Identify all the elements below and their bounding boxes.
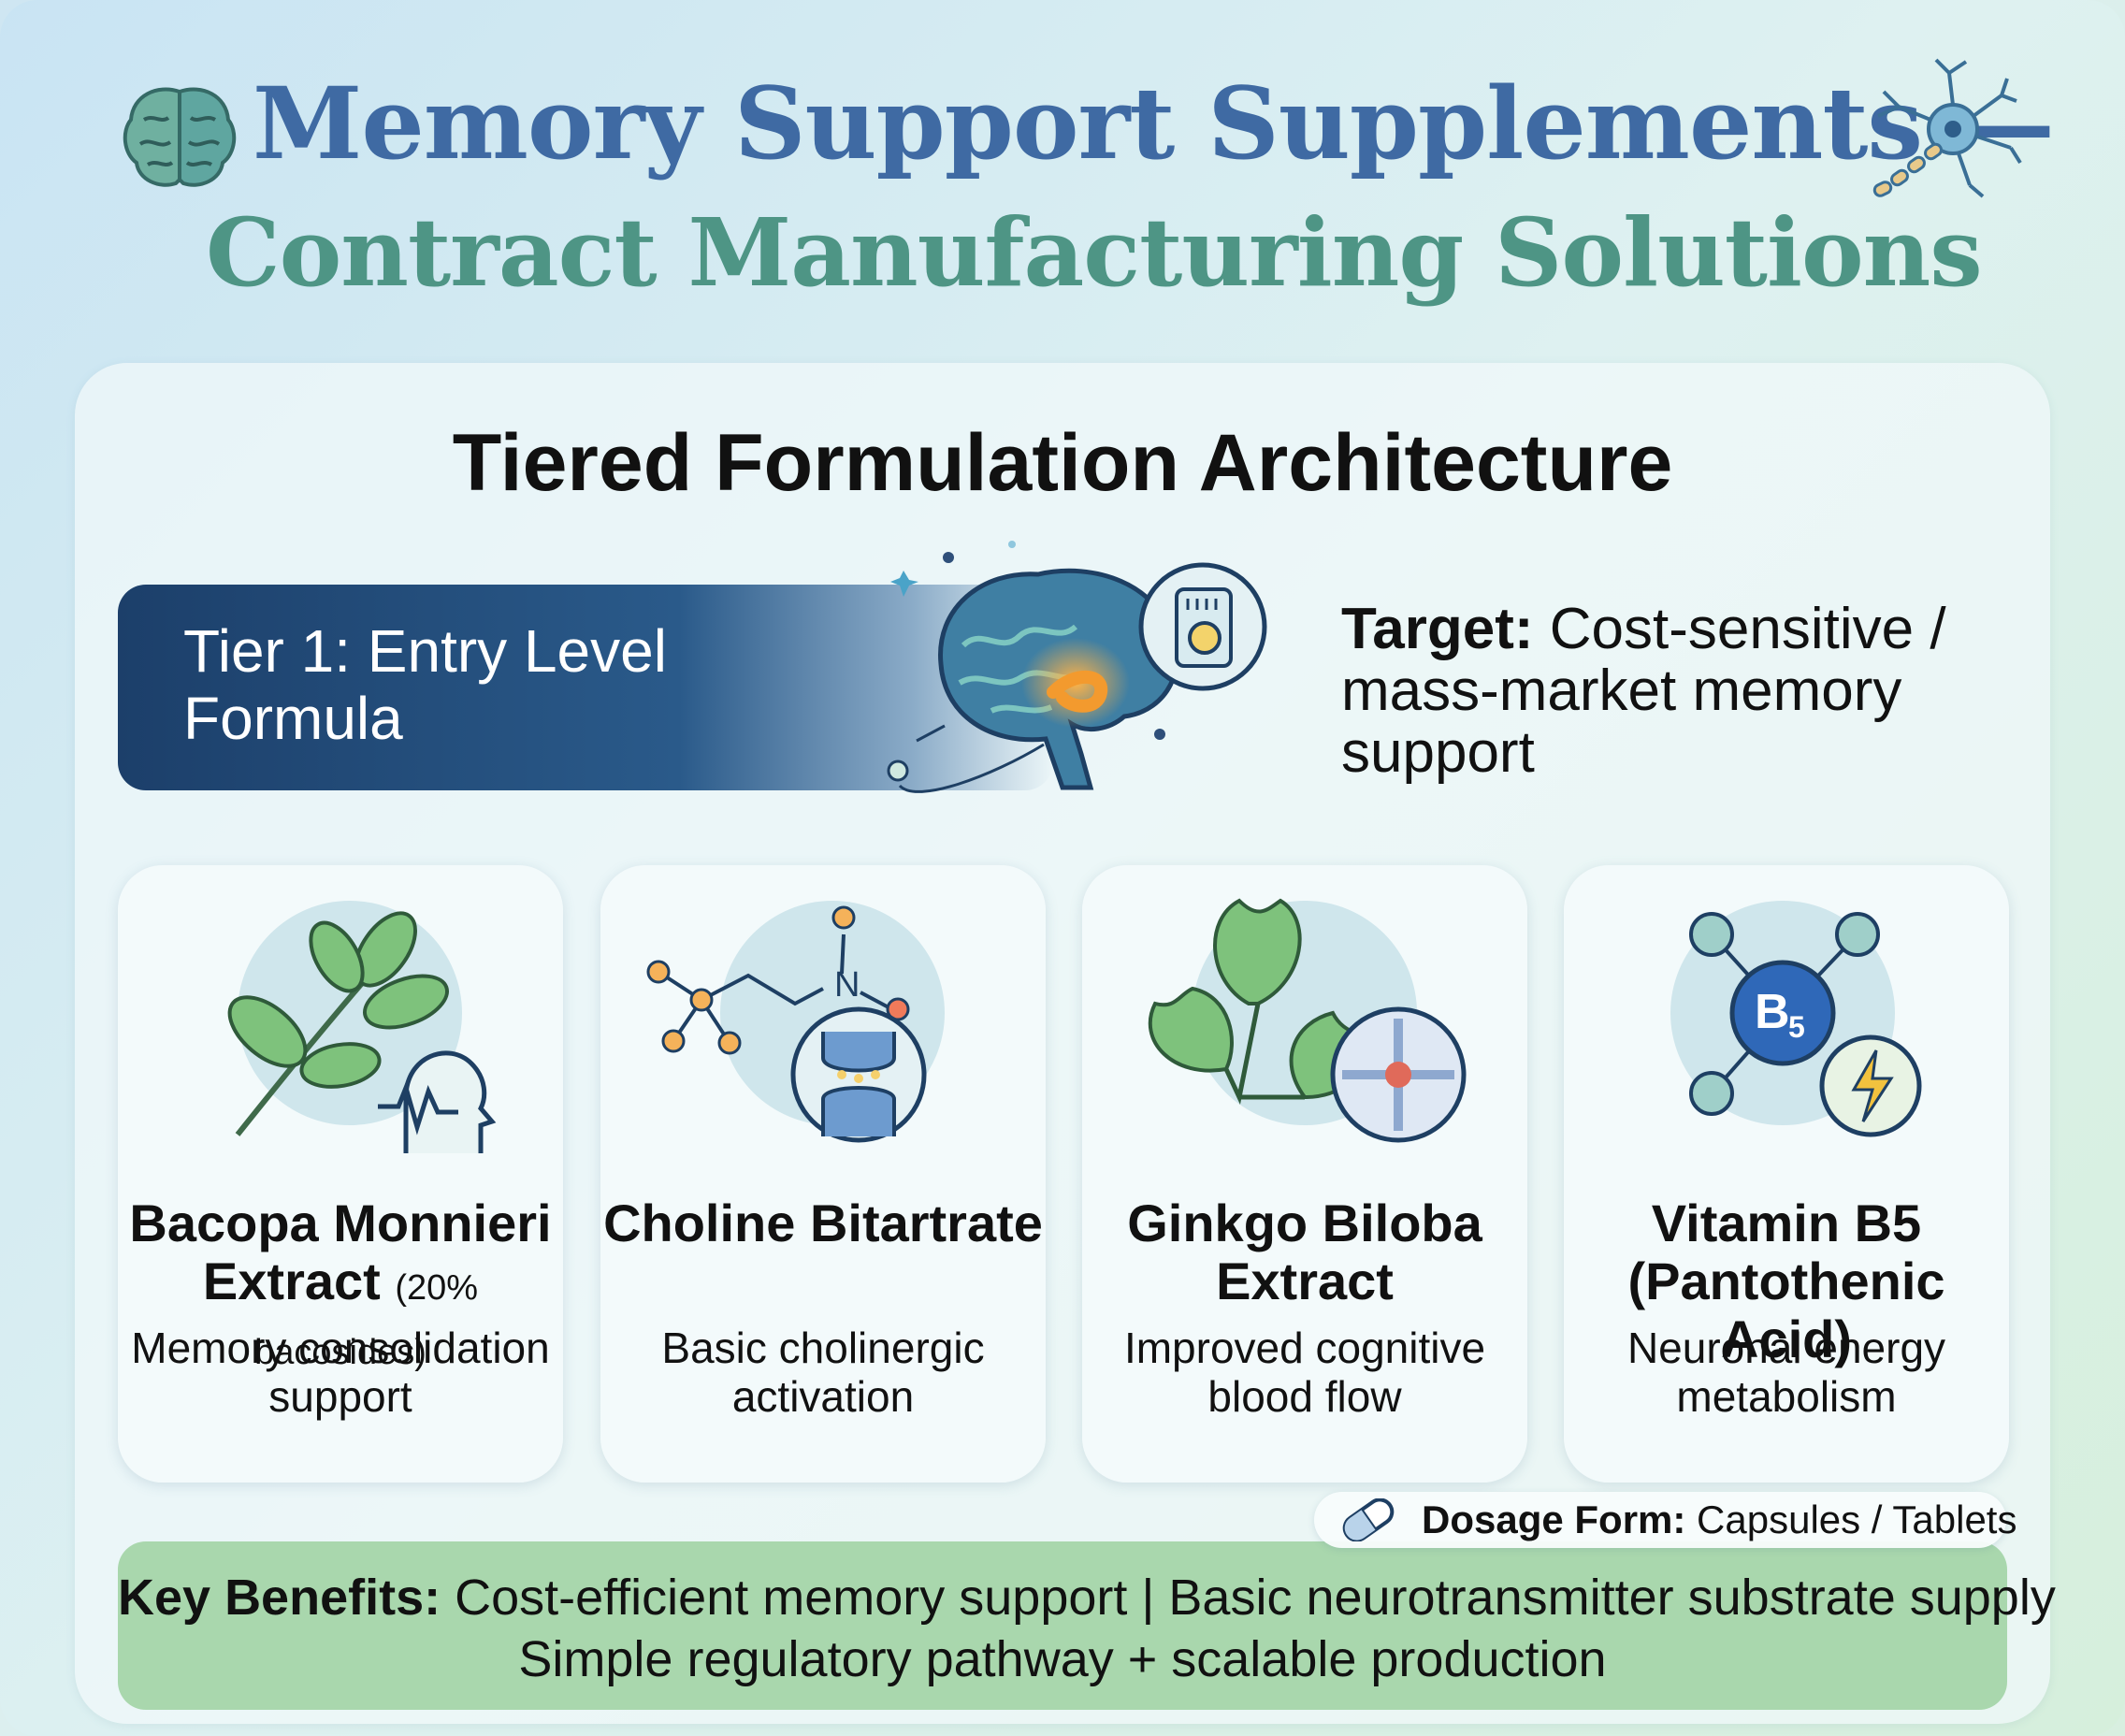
target-value: Cost-sensitive / mass-market memory supp… [1341,597,1946,785]
svg-text:N: N [834,965,860,1005]
benefits-line-2: Simple regulatory pathway + scalable pro… [518,1631,1607,1687]
ingredient-card-choline: N Choline Bitartrate Basic cholinergic a… [600,865,1046,1483]
b5-molecule-energy-icon: B 5 [1670,901,1922,1137]
ingredient-name: Bacopa Monnieri Extract (20% bacosides) [118,1194,563,1382]
capsule-icon [1342,1498,1395,1541]
dosage-text: Dosage Form: Capsules / Tablets [1422,1497,2017,1542]
target-label: Target: [1341,597,1534,661]
key-benefits-box: Key Benefits: Cost-efficient memory supp… [118,1541,2056,1710]
bacopa-leaf-head-icon [227,901,497,1153]
tier-target: Target: Cost-sensitive / mass-market mem… [1341,599,2015,784]
title-line-2: Contract Manufacturing Solutions [206,197,1983,308]
choline-molecule-synapse-icon: N [646,901,945,1143]
neuron-icon [1872,58,2022,198]
ingredient-name: Vitamin B5 (Pantothenic Acid) [1627,1194,1945,1368]
brain-memory-card-icon [887,541,1267,793]
ingredient-card-bacopa: Bacopa Monnieri Extract (20% bacosides) … [118,865,563,1483]
tier-banner [118,585,1053,790]
ginkgo-leaf-vessel-icon [1148,898,1467,1143]
dosage-form-badge: Dosage Form: Capsules / Tablets [1314,1492,2017,1548]
ingredient-description: Improved cognitive blood flow [1123,1324,1486,1421]
tier-label: Tier 1: Entry Level Formula [183,617,667,752]
ingredient-description: Memory consolidation support [131,1324,550,1421]
svg-text:5: 5 [1788,1010,1805,1044]
benefits-text-1: Cost-efficient memory support | Basic ne… [455,1570,2056,1626]
dosage-label: Dosage Form: [1422,1497,1686,1541]
section-title: Tiered Formulation Architecture [452,418,1673,508]
ingredient-description: Basic cholinergic activation [661,1324,985,1421]
ingredient-note: (20% bacosides) [254,1268,479,1372]
ingredient-name-text: Bacopa Monnieri Extract [129,1194,552,1310]
ingredient-description: Neuronal energy metabolism [1626,1324,1946,1421]
benefits-line-1: Key Benefits: Cost-efficient memory supp… [118,1570,2056,1626]
ingredient-name: Ginkgo Biloba Extract [1127,1194,1482,1310]
dosage-value: Capsules / Tablets [1697,1497,2017,1541]
svg-text:B: B [1755,985,1790,1039]
ingredient-card-vitamin-b5: B 5 Vitamin B5 (Pantothenic Acid) Neuron… [1564,865,2009,1483]
ingredient-name: Choline Bitartrate [603,1194,1043,1252]
title-line-1: Memory Support Supplements — [253,65,2055,181]
ingredient-card-ginkgo: Ginkgo Biloba Extract Improved cognitive… [1082,865,1527,1483]
brain-icon [123,87,237,187]
benefits-label: Key Benefits: [118,1570,441,1626]
